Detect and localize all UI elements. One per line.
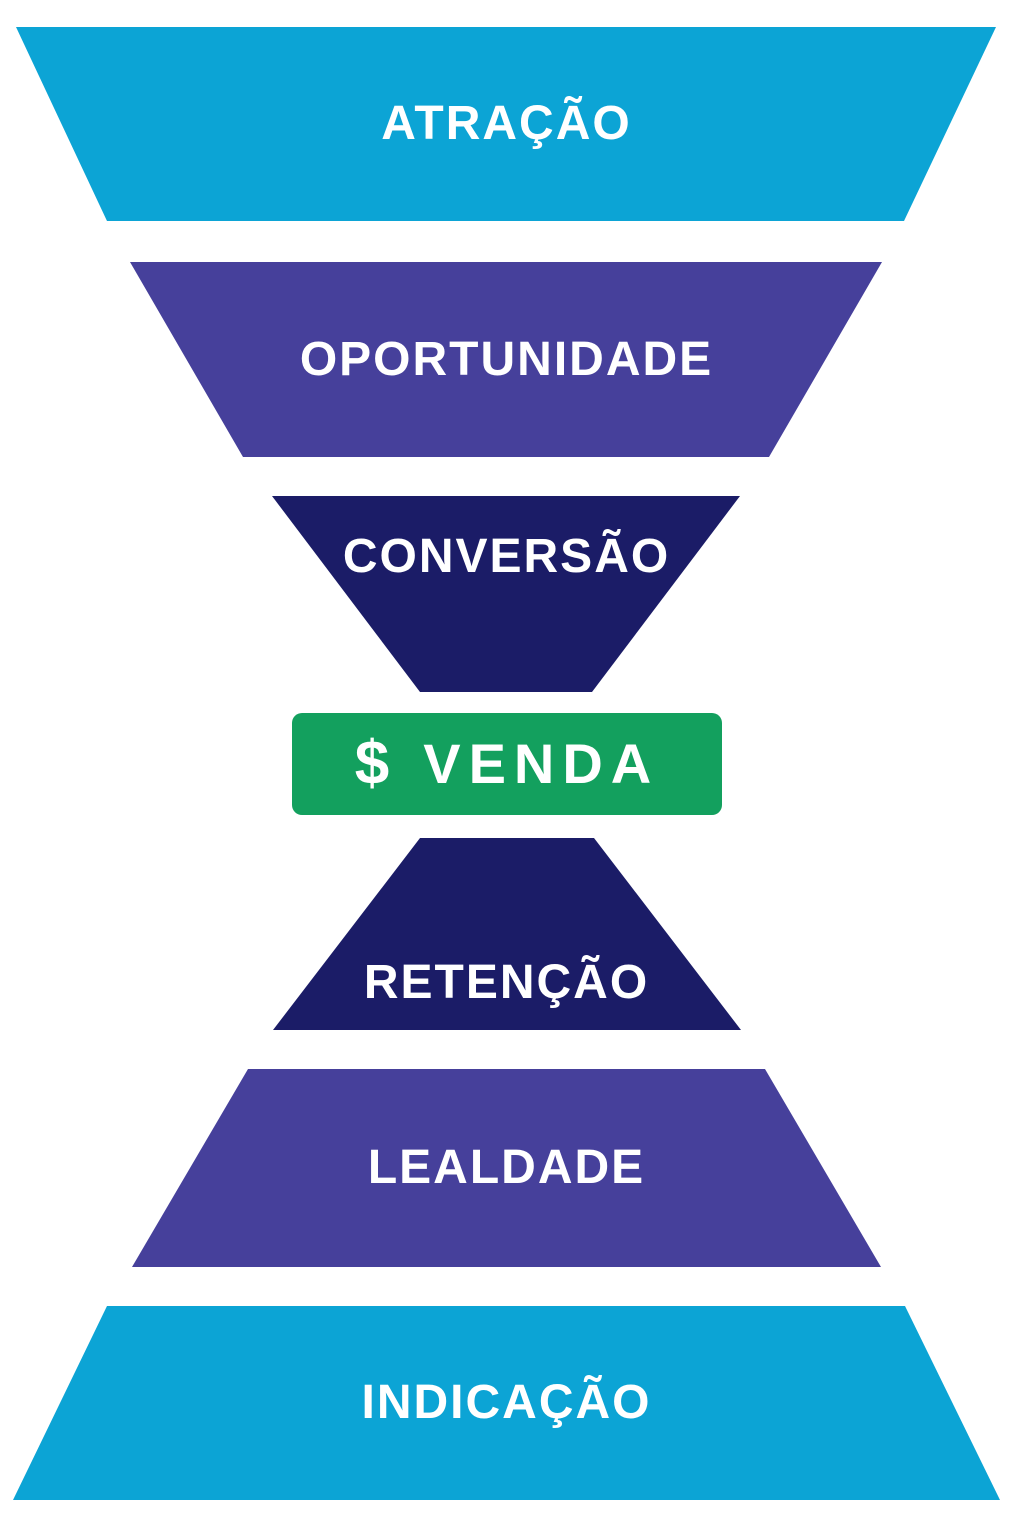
stage-label-lealdade: LEALDADE: [367, 1141, 646, 1194]
funnel-stage-atracao: ATRAÇÃO: [16, 27, 996, 221]
sale-badge-label: VENDA: [423, 732, 660, 795]
sale-badge: $ VENDA: [292, 713, 722, 815]
dollar-icon: $: [354, 729, 390, 798]
stage-label-atracao: ATRAÇÃO: [381, 97, 632, 150]
stage-label-oportunidade: OPORTUNIDADE: [299, 332, 714, 386]
stage-label-indicacao: INDICAÇÃO: [361, 1376, 652, 1429]
stage-label-conversao: CONVERSÃO: [342, 530, 671, 583]
stage-label-retencao: RETENÇÃO: [363, 956, 650, 1009]
funnel-stage-lealdade: LEALDADE: [132, 1069, 881, 1267]
funnel-stage-indicacao: INDICAÇÃO: [13, 1306, 1000, 1500]
funnel-stage-conversao: CONVERSÃO: [272, 496, 740, 692]
funnel-stage-oportunidade: OPORTUNIDADE: [130, 262, 882, 457]
funnel-stage-retencao: RETENÇÃO: [273, 838, 741, 1030]
